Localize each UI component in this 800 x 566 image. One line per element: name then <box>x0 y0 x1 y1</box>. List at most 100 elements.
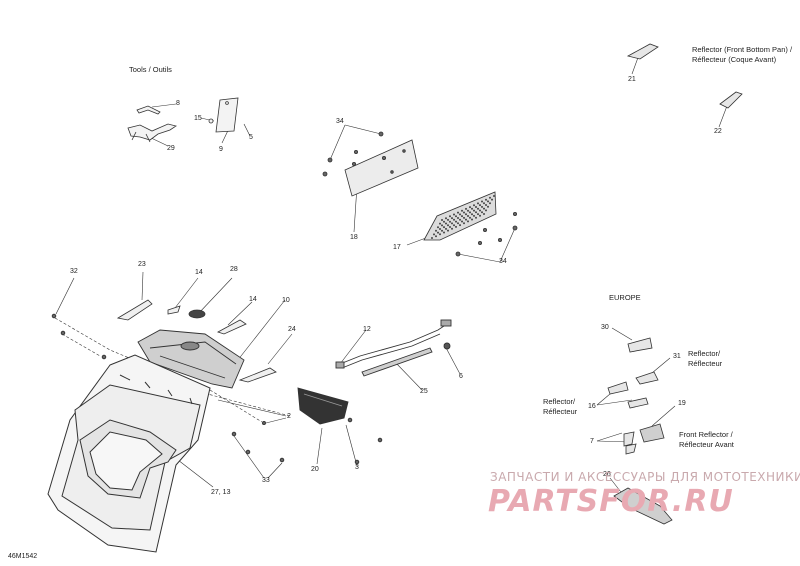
perforation-hole <box>467 215 469 217</box>
perforation-hole <box>441 229 443 232</box>
callout-14-a: 14 <box>195 269 203 276</box>
perforation-hole <box>443 220 445 223</box>
perforation-hole <box>493 195 495 197</box>
perforation-hole <box>465 218 467 221</box>
callout-20: 20 <box>311 466 319 473</box>
perforation-hole <box>435 229 437 232</box>
caption-front-reflector-fr: Réflecteur Avant <box>679 440 734 449</box>
perforation-hole <box>475 211 477 214</box>
perforation-hole <box>471 207 473 210</box>
perforation-hole <box>437 226 439 229</box>
perforation-hole <box>461 220 463 223</box>
caption-reflector-1-fr: Réflecteur <box>688 359 723 368</box>
callout-14-b: 14 <box>249 296 257 303</box>
callout-34-bottom: 34 <box>499 258 507 265</box>
perforation-hole <box>441 219 443 221</box>
callout-25: 25 <box>420 388 428 395</box>
callout-30: 30 <box>601 324 609 331</box>
callout-19: 19 <box>678 400 686 407</box>
perforation-hole <box>489 196 491 199</box>
caption-reflector-1-en: Reflector/ <box>688 349 721 358</box>
perforation-hole <box>477 202 479 205</box>
perforation-hole <box>463 222 465 225</box>
perforation-hole <box>431 237 433 239</box>
callout-27-13: 27, 13 <box>211 489 231 496</box>
perforation-hole <box>481 205 483 208</box>
perforation-hole <box>463 216 465 219</box>
perforation-hole <box>467 209 469 212</box>
callout-32: 32 <box>70 268 78 275</box>
perforation-hole <box>489 202 491 205</box>
perforation-hole <box>485 209 487 212</box>
perforation-hole <box>471 218 473 221</box>
callout-26: 26 <box>603 471 611 478</box>
perforation-hole <box>487 200 489 203</box>
perforation-hole <box>449 220 451 223</box>
caption-reflector-front-bottom-pan-en: Reflector (Front Bottom Pan) / <box>692 45 793 54</box>
perforation-hole <box>447 229 449 232</box>
perforation-hole <box>441 224 443 227</box>
perforation-hole <box>473 214 475 217</box>
perforation-hole <box>449 215 451 218</box>
callout-3: 3 <box>355 464 359 471</box>
perforation-hole <box>485 198 487 201</box>
callout-21: 21 <box>628 76 636 83</box>
perforation-hole <box>453 213 455 216</box>
perforation-hole <box>461 209 463 212</box>
caption-europe: EUROPE <box>609 293 641 302</box>
diagram-code: 46M1542 <box>8 553 38 560</box>
perforation-hole <box>443 226 445 229</box>
callout-16: 16 <box>588 403 596 410</box>
callout-24: 24 <box>288 326 296 333</box>
callout-31: 31 <box>673 353 681 360</box>
perforation-hole <box>475 206 477 208</box>
perforation-hole <box>457 222 459 225</box>
perforation-hole <box>451 227 453 230</box>
perforation-hole <box>487 205 489 208</box>
perforation-hole <box>467 220 469 223</box>
callout-29: 29 <box>167 145 175 152</box>
perforation-hole <box>477 207 479 210</box>
perforation-hole <box>469 211 471 214</box>
callout-6: 6 <box>459 373 463 380</box>
caption-tools: Tools / Outils <box>129 65 172 74</box>
perforation-hole <box>449 226 451 228</box>
perforation-hole <box>453 218 455 221</box>
perforation-hole <box>465 207 467 210</box>
perforation-hole <box>459 218 461 221</box>
callout-10: 10 <box>282 297 290 304</box>
callout-22: 22 <box>714 128 722 135</box>
perforation-hole <box>479 204 481 207</box>
perforation-hole <box>447 218 449 221</box>
perforation-hole <box>465 213 467 216</box>
perforation-hole <box>471 213 473 216</box>
perforation-hole <box>483 202 485 205</box>
callout-9: 9 <box>219 146 223 153</box>
callout-8: 8 <box>176 100 180 107</box>
perforation-hole <box>473 204 475 207</box>
perforation-hole <box>445 222 447 225</box>
perforation-hole <box>457 211 459 214</box>
perforation-hole <box>459 213 461 216</box>
perforation-hole <box>439 228 441 230</box>
caption-reflector-front-bottom-pan-fr: Réflecteur (Coque Avant) <box>692 55 777 64</box>
perforation-hole <box>451 217 453 220</box>
perforation-hole <box>479 214 481 217</box>
callout-7: 7 <box>590 438 594 445</box>
callout-28: 28 <box>230 266 238 273</box>
perforation-hole <box>455 220 457 223</box>
perforation-hole <box>461 215 463 218</box>
caption-front-reflector-en: Front Reflector / <box>679 430 733 439</box>
perforation-hole <box>445 217 447 220</box>
perforation-hole <box>483 213 485 215</box>
perforation-hole <box>455 225 457 228</box>
watermark-tagline: ЗАПЧАСТИ И АКСЕССУАРЫ ДЛЯ МОТОТЕХНИКИ <box>490 470 800 484</box>
perforation-hole <box>445 227 447 230</box>
caption-reflector-2-en: Reflector/ <box>543 397 576 406</box>
perforation-hole <box>485 204 487 206</box>
caption-reflector-2-fr: Réflecteur <box>543 407 578 416</box>
callout-18: 18 <box>350 234 358 241</box>
callout-17: 17 <box>393 244 401 251</box>
